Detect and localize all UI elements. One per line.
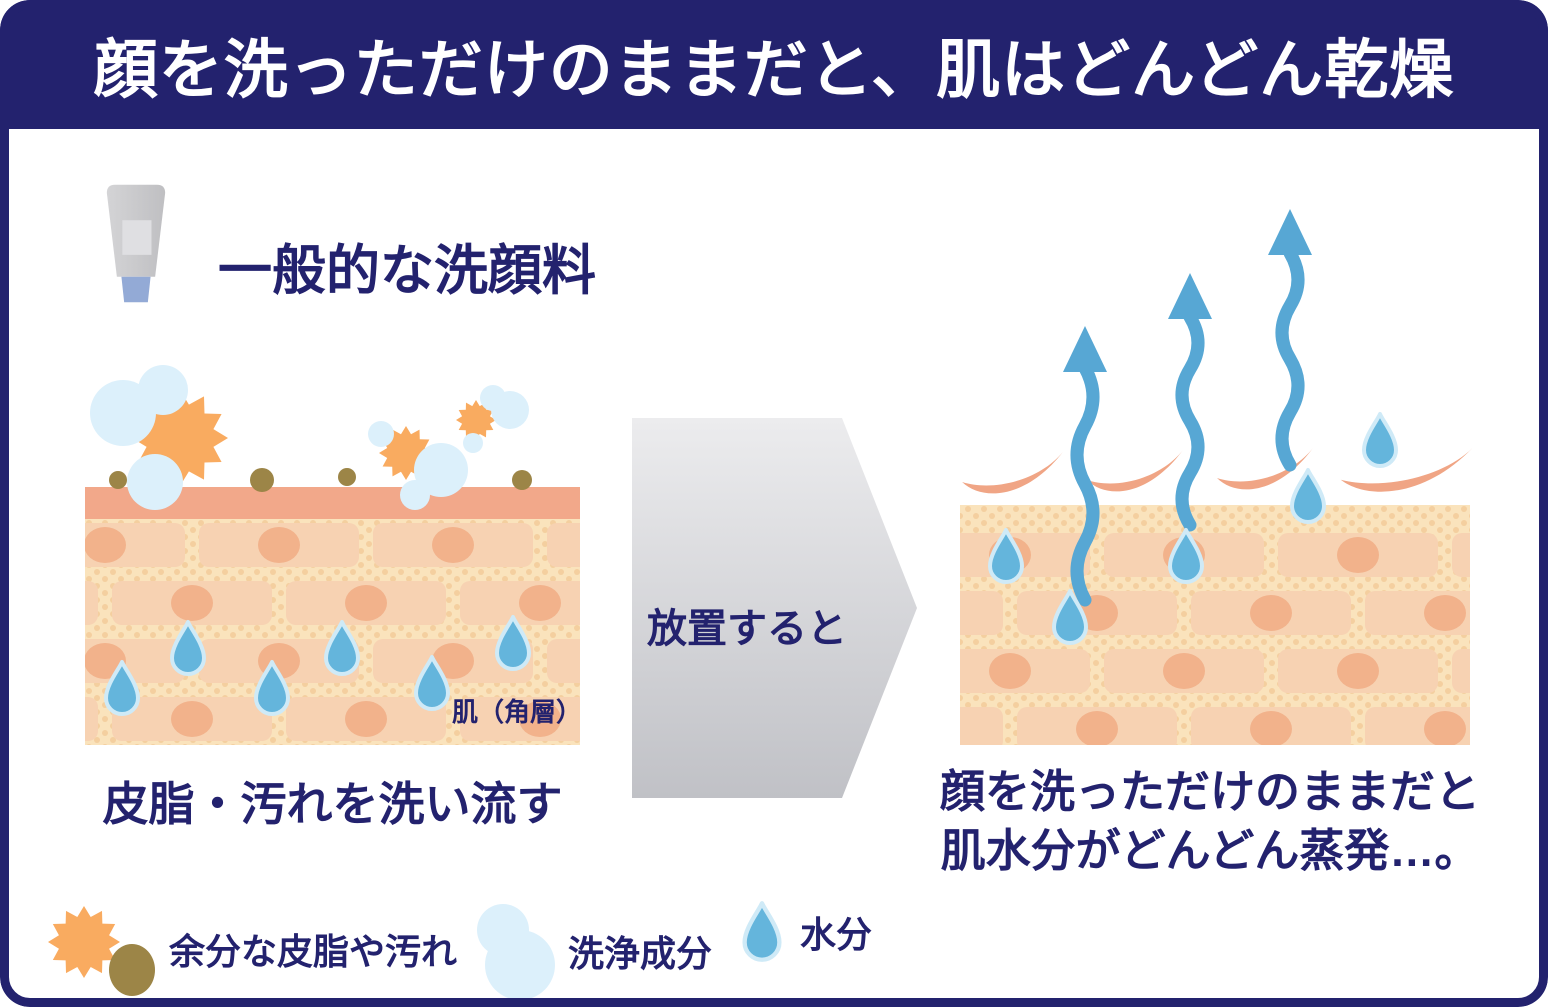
evaporation-arrow-icon <box>1070 361 1100 607</box>
after-caption-line2: 肌水分がどんどん蒸発…。 <box>940 825 1480 877</box>
skin-cross-section-after <box>960 505 1470 745</box>
water-drop-icon <box>1362 412 1398 468</box>
soap-bubble-icon <box>414 443 468 497</box>
legend-label: 余分な皮脂や汚れ <box>169 931 458 972</box>
sebum-dirt-icon <box>48 906 155 996</box>
soap-bubble-icon <box>400 480 430 510</box>
legend-label: 洗浄成分 <box>568 933 713 974</box>
evaporation-arrow-icon <box>1175 310 1205 532</box>
header-title: 顔を洗っただけのままだと、肌はどんどん乾燥 <box>93 33 1455 106</box>
water-drop-icon <box>738 900 786 963</box>
cleanser-tube-icon <box>106 184 166 303</box>
arrowhead-icon <box>1063 326 1107 372</box>
soap-bubble-icon <box>463 433 483 453</box>
arrowhead-icon <box>1168 273 1212 319</box>
transition-label: 放置すると <box>647 607 847 651</box>
washed-skin-illustration <box>85 365 580 745</box>
legend-item-moisture: 水分 <box>738 900 872 963</box>
water-drop-icon <box>745 903 780 959</box>
transition-arrow-shape <box>632 418 917 798</box>
before-caption: 皮脂・汚れを洗い流す <box>102 778 563 830</box>
header: 顔を洗っただけのままだと、肌はどんどん乾燥 <box>0 0 1548 129</box>
dry-skin-illustration <box>960 209 1473 745</box>
soap-bubble-icon <box>138 365 188 415</box>
transition-arrow <box>632 418 917 798</box>
tube-cap <box>121 276 151 303</box>
skin-flake-icon <box>1087 450 1183 492</box>
skin-layer-label: 肌（角層） <box>452 697 583 727</box>
after-caption: 顔を洗っただけのままだと 肌水分がどんどん蒸発…。 <box>925 762 1495 881</box>
stratum-bricks <box>85 517 580 745</box>
dirt-particle-icon <box>338 468 356 486</box>
dirt-particle-icon <box>250 468 274 492</box>
soap-bubble-icon <box>368 421 394 447</box>
evaporation-arrow-icon <box>1275 246 1305 472</box>
legend-item-sebum-dirt: 余分な皮脂や汚れ <box>40 900 457 998</box>
skin-flake-icon <box>962 452 1063 494</box>
evaporation-arrows <box>1070 246 1305 607</box>
evaporation-arrowheads <box>1063 209 1312 372</box>
dirt-particle-icon <box>109 471 127 489</box>
soap-bubble-icon <box>491 391 529 429</box>
water-drop-icon <box>1290 468 1326 524</box>
product-label: 一般的な洗顔料 <box>218 241 596 301</box>
arrowhead-icon <box>1268 209 1312 255</box>
tube-label <box>122 220 152 255</box>
cleansing-bubbles-icon <box>477 904 555 1000</box>
surface-debris <box>90 365 532 510</box>
soap-bubble-icon <box>485 930 555 1000</box>
soap-bubble-icon <box>127 454 183 510</box>
after-caption-line1: 顔を洗っただけのままだと <box>939 766 1480 817</box>
skin-flake-icon <box>1340 448 1473 492</box>
dirt-particle-icon <box>512 470 532 490</box>
stratum-bricks <box>960 533 1470 745</box>
legend-label: 水分 <box>800 913 873 955</box>
dirt-particle-icon <box>109 944 155 996</box>
legend-item-cleansing: 洗浄成分 <box>472 900 712 1002</box>
